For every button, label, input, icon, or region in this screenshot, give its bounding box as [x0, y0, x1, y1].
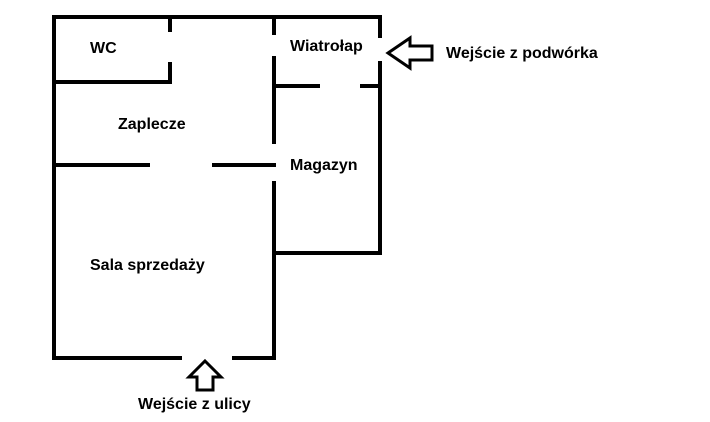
- entrance-label-yard: Wejście z podwórka: [446, 45, 598, 62]
- room-label-wc: WC: [90, 40, 117, 57]
- street-entrance-arrow-icon: [185, 358, 225, 392]
- room-label-sala: Sala sprzedaży: [90, 257, 205, 274]
- room-label-zaplecze: Zaplecze: [118, 116, 186, 133]
- yard-entrance-arrow-icon: [385, 35, 434, 71]
- entrance-label-street: Wejście z ulicy: [138, 396, 251, 413]
- room-label-magazyn: Magazyn: [290, 157, 358, 174]
- room-label-wiatrolap: Wiatrołap: [290, 38, 363, 55]
